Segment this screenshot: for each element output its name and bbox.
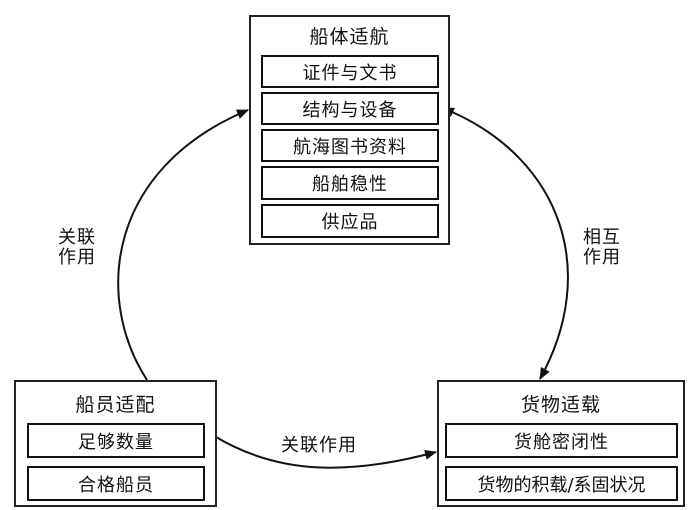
edge-label-crew-hull: 关联 作用 xyxy=(58,228,96,268)
arc-crew-to-hull xyxy=(117,109,249,381)
crew-item-qualified: 合格船员 xyxy=(27,466,205,501)
hull-seaworthiness-title: 船体适航 xyxy=(309,26,390,48)
edge-label-hull-cargo-line1: 相互 xyxy=(583,227,621,248)
edge-label-hull-cargo: 相互 作用 xyxy=(583,228,621,268)
crew-fitness-title: 船员适配 xyxy=(75,394,156,416)
hull-item-charts: 航海图书资料 xyxy=(261,129,439,162)
edge-label-crew-hull-line2: 作用 xyxy=(58,247,96,268)
hull-item-certificates: 证件与文书 xyxy=(261,55,439,88)
cargo-item-hold-tightness: 货舱密闭性 xyxy=(445,423,678,458)
cargo-fitness-title: 货物适载 xyxy=(520,394,601,416)
cargo-fitness-box: 货物适载 货舱密闭性 货物的积载/系固状况 xyxy=(437,380,685,507)
crew-fitness-box: 船员适配 足够数量 合格船员 xyxy=(14,380,217,507)
edge-label-crew-hull-line1: 关联 xyxy=(58,227,96,248)
cargo-item-stowage-securing: 货物的积载/系固状况 xyxy=(445,466,678,501)
arc-crew-to-cargo xyxy=(215,436,437,469)
edge-label-hull-cargo-line2: 作用 xyxy=(583,247,621,268)
arc-hull-cargo xyxy=(441,107,569,380)
edge-label-crew-cargo: 关联作用 xyxy=(281,435,357,456)
hull-item-supplies: 供应品 xyxy=(261,204,439,238)
hull-seaworthiness-box: 船体适航 证件与文书 结构与设备 航海图书资料 船舶稳性 供应品 xyxy=(249,15,450,245)
hull-item-stability: 船舶稳性 xyxy=(261,166,439,200)
crew-item-sufficient-number: 足够数量 xyxy=(27,423,205,458)
hull-item-structure: 结构与设备 xyxy=(261,92,439,125)
